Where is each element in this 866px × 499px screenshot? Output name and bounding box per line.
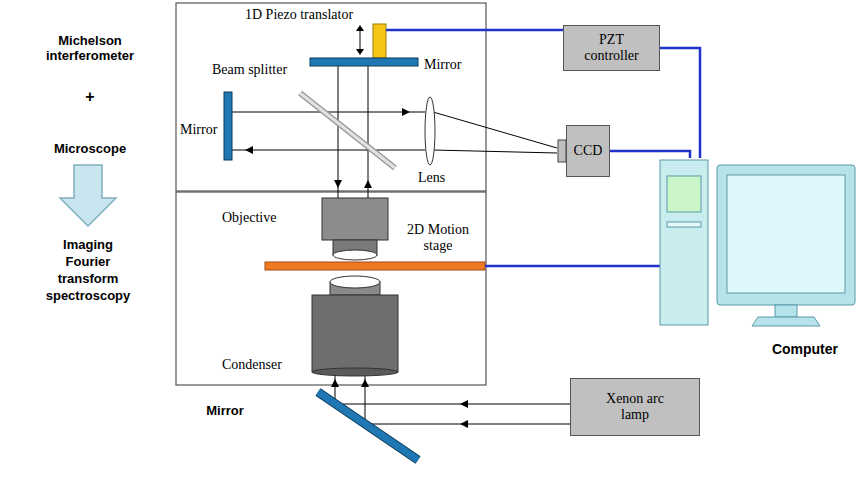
lens bbox=[425, 97, 435, 165]
condenser bbox=[312, 276, 398, 376]
node-text: Xenon arc lamp bbox=[600, 391, 670, 423]
part-label: 2D Motion stage bbox=[398, 222, 478, 254]
condenser-base bbox=[312, 368, 398, 376]
mirror bbox=[318, 392, 418, 460]
light-beam bbox=[433, 112, 557, 148]
camera-box: CCD bbox=[566, 125, 610, 177]
arrowhead bbox=[402, 108, 410, 116]
arrowhead bbox=[334, 180, 342, 188]
node-text: Computer bbox=[772, 341, 838, 357]
lamp-box: Xenon arc lamp bbox=[570, 378, 700, 436]
arrowhead bbox=[460, 400, 468, 408]
monitor-stand bbox=[775, 305, 797, 317]
beam-splitter bbox=[300, 93, 395, 168]
part-label: Mirror bbox=[200, 404, 250, 419]
part-label: Mirror bbox=[180, 122, 217, 138]
result-title: Imaging Fourier transform spectroscopy bbox=[41, 236, 135, 304]
light-beam bbox=[335, 404, 570, 405]
plus-sign: + bbox=[75, 88, 105, 106]
computer-node: Computer bbox=[655, 158, 860, 363]
arrowhead bbox=[460, 420, 468, 428]
section-title: Microscope bbox=[25, 142, 155, 157]
part-label: Objective bbox=[222, 210, 276, 226]
part-label: Beam splitter bbox=[212, 62, 287, 78]
node-text: CCD bbox=[574, 143, 603, 159]
signal-cable bbox=[660, 48, 700, 158]
flow-arrow bbox=[60, 165, 116, 226]
controller-box: PZT controller bbox=[563, 25, 660, 71]
motion-stage bbox=[265, 262, 485, 270]
arrowhead bbox=[245, 146, 253, 154]
light-beam bbox=[338, 66, 339, 198]
objective bbox=[322, 198, 388, 260]
drive-slot bbox=[667, 222, 701, 227]
signal-wire bbox=[386, 29, 563, 32]
part-label: Lens bbox=[418, 170, 445, 186]
motion-arrow bbox=[360, 30, 361, 50]
part-label: Mirror bbox=[424, 57, 461, 73]
drive-slot bbox=[667, 176, 701, 212]
mirror bbox=[310, 58, 418, 66]
signal-wire bbox=[485, 265, 660, 268]
condenser-lens bbox=[330, 276, 380, 288]
part-label: 1D Piezo translator bbox=[245, 7, 353, 23]
ccd-sensor bbox=[558, 140, 566, 162]
monitor-screen bbox=[727, 175, 845, 293]
objective-lens bbox=[333, 250, 377, 260]
computer-tower bbox=[660, 160, 708, 325]
monitor-base bbox=[752, 317, 820, 326]
microscope-frame bbox=[176, 192, 486, 385]
part-label: Condenser bbox=[222, 357, 282, 373]
monitor-frame bbox=[717, 165, 855, 305]
signal-cable bbox=[610, 151, 690, 158]
arrowhead bbox=[361, 379, 369, 387]
arrowhead bbox=[331, 379, 339, 387]
piezo-translator bbox=[373, 24, 386, 58]
node-text: PZT controller bbox=[576, 32, 648, 64]
mirror bbox=[318, 392, 418, 460]
light-beam bbox=[232, 150, 425, 151]
condenser-body bbox=[312, 295, 398, 372]
light-beams bbox=[232, 66, 570, 424]
light-beam bbox=[433, 150, 557, 153]
beam-splitter bbox=[300, 93, 395, 168]
mirror bbox=[224, 92, 232, 160]
section-title: Michelson interferometer bbox=[25, 34, 155, 64]
arrowhead bbox=[356, 25, 364, 31]
arrowhead bbox=[356, 49, 364, 55]
objective-body bbox=[322, 198, 388, 240]
light-beam bbox=[368, 66, 369, 198]
computer-illustration bbox=[660, 160, 855, 326]
arrowhead bbox=[364, 180, 372, 188]
